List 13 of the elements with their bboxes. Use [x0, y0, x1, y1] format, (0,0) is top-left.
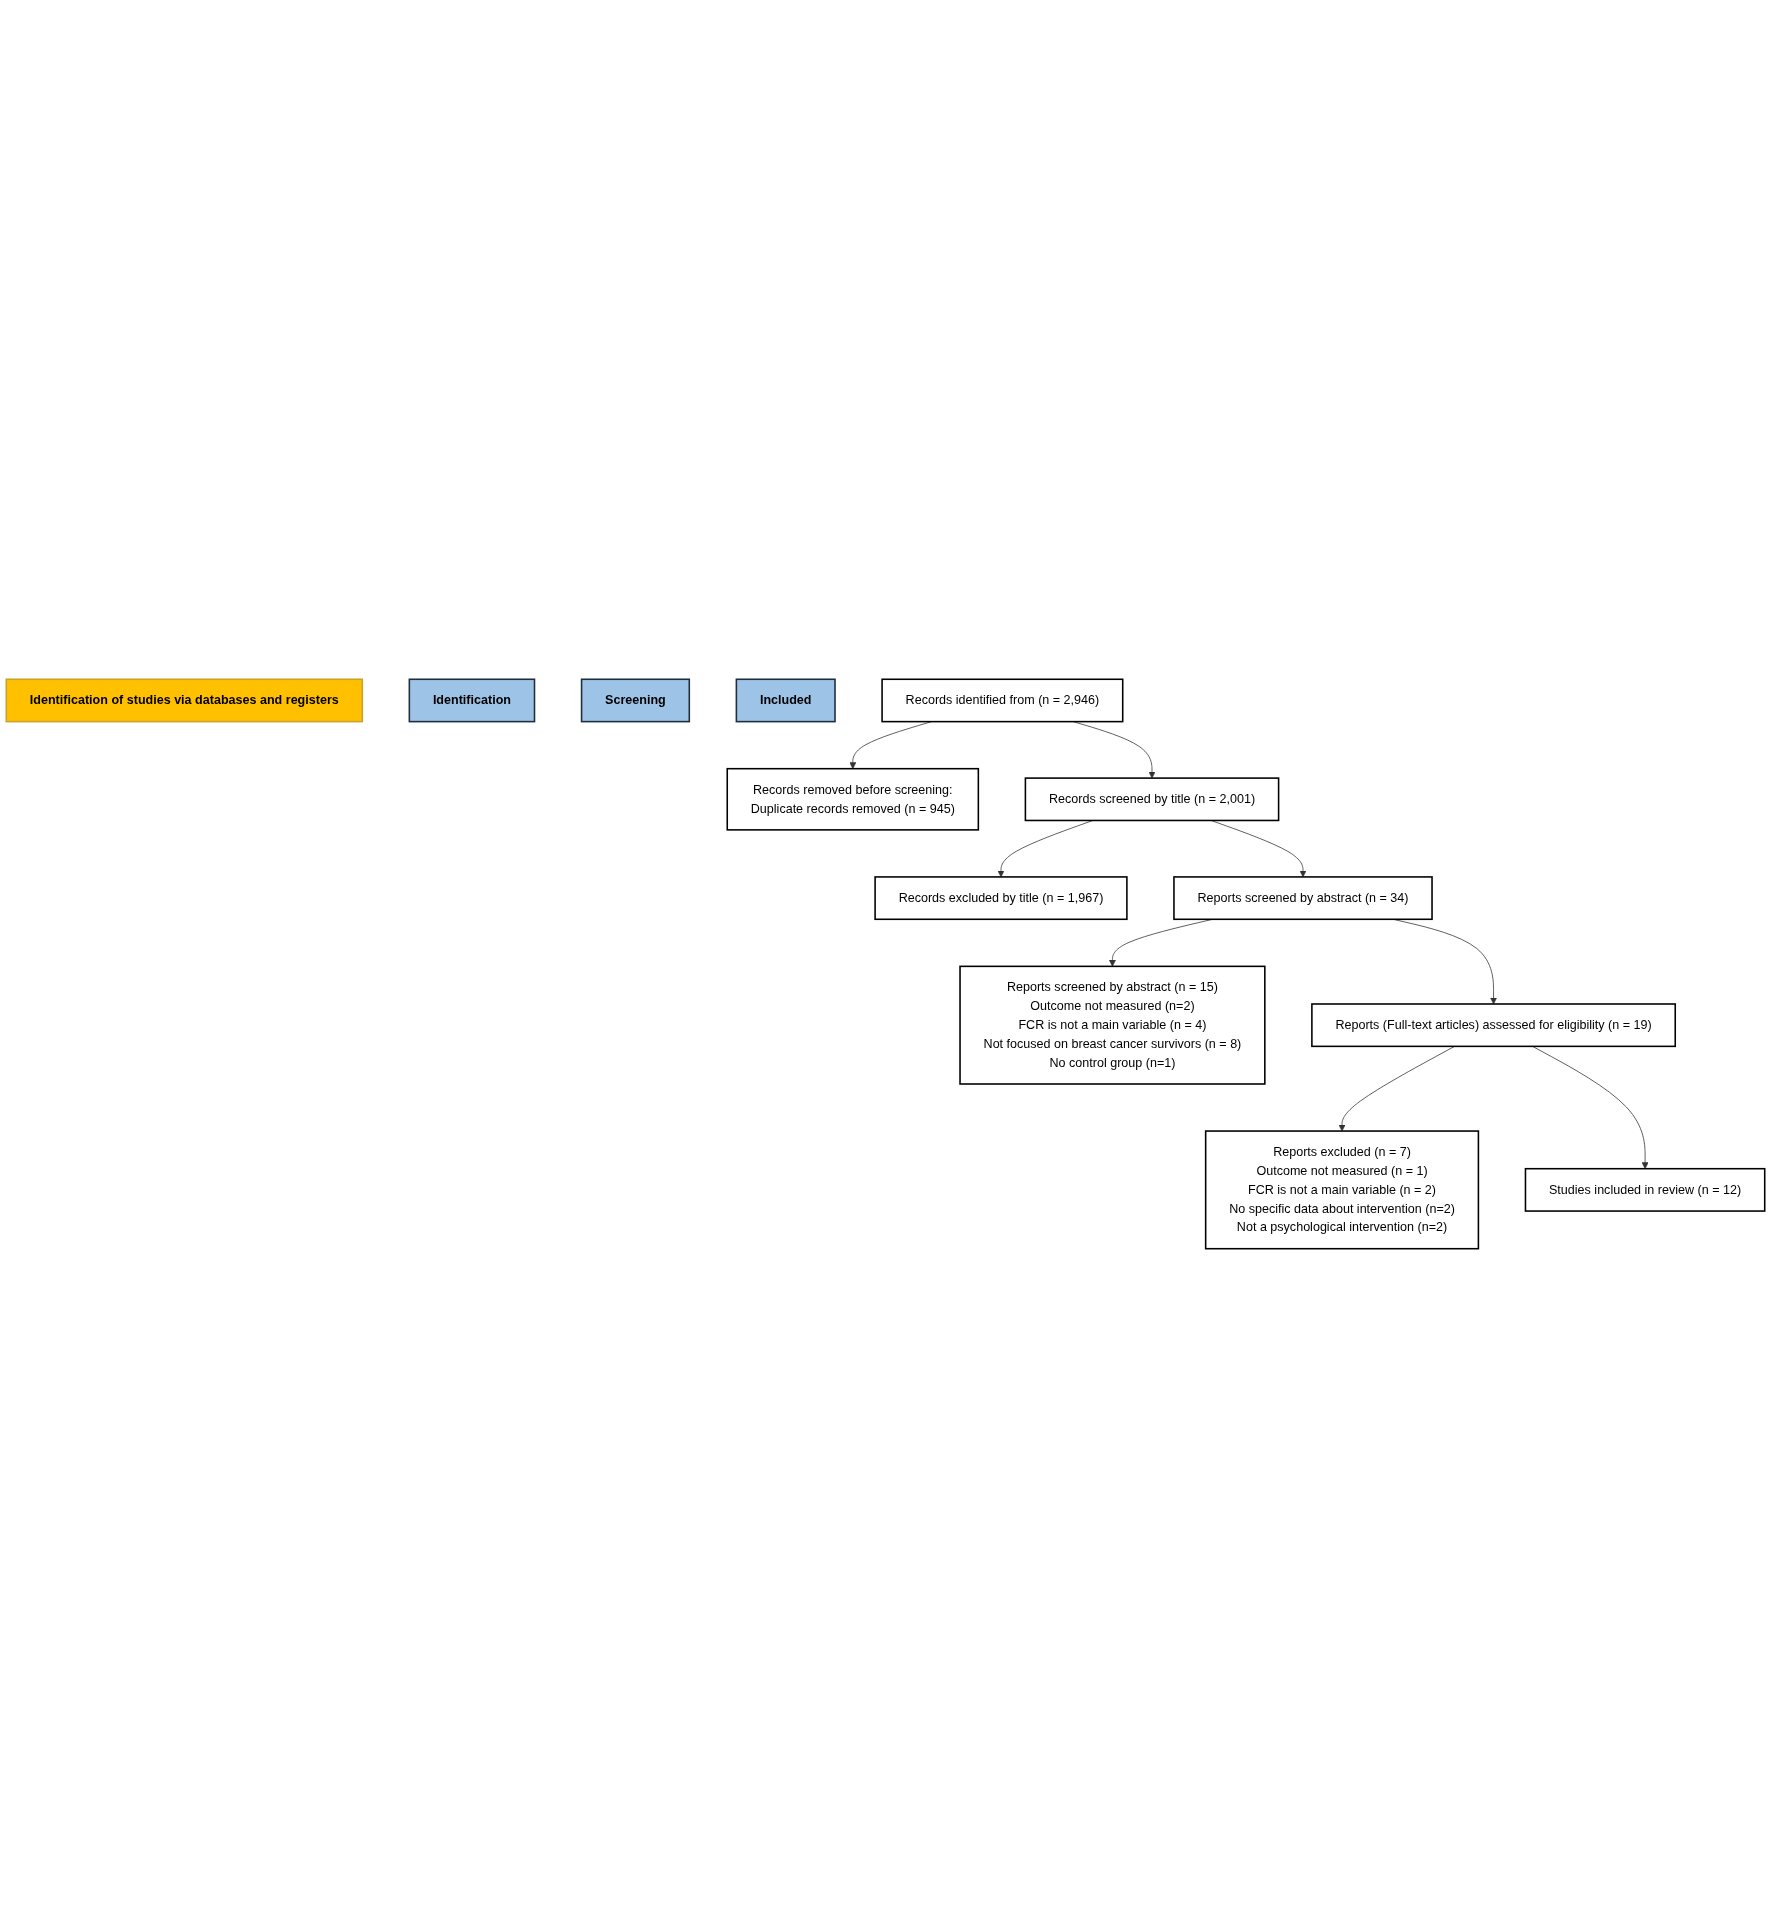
node-box: Records screened by title (n = 2,001) — [1024, 777, 1280, 822]
node-box: Reports screened by abstract (n = 34) — [1173, 876, 1433, 921]
node-box: Studies included in review (n = 12) — [1524, 1167, 1766, 1212]
node-box: Records identified from (n = 2,946) — [881, 678, 1124, 723]
node-box: Records removed before screening: Duplicate records removed (n = 945) — [726, 767, 980, 831]
node-box: Records excluded by title (n = 1,967) — [874, 876, 1128, 921]
node-box: Reports (Full-text articles) assessed for eligibility (n = 19) — [1311, 1003, 1677, 1048]
node-box: Identification — [408, 678, 536, 723]
node-box: Included — [735, 678, 836, 723]
node-box: Identification of studies via databases and registers — [5, 678, 364, 723]
node-box: Screening — [580, 678, 691, 723]
node-box: Reports excluded (n = 7) Outcome not measured (n = 1) FCR is not a main variable (n = 2) No specific data about intervention (n=2) Not a psychological intervention (n=2) — [1204, 1130, 1480, 1250]
node-box: Reports screened by abstract (n = 15) Outcome not measured (n=2) FCR is not a main variable (n = 4) Not focused on breast cancer survivors (n = 8) No control group (n=1) — [959, 965, 1266, 1085]
